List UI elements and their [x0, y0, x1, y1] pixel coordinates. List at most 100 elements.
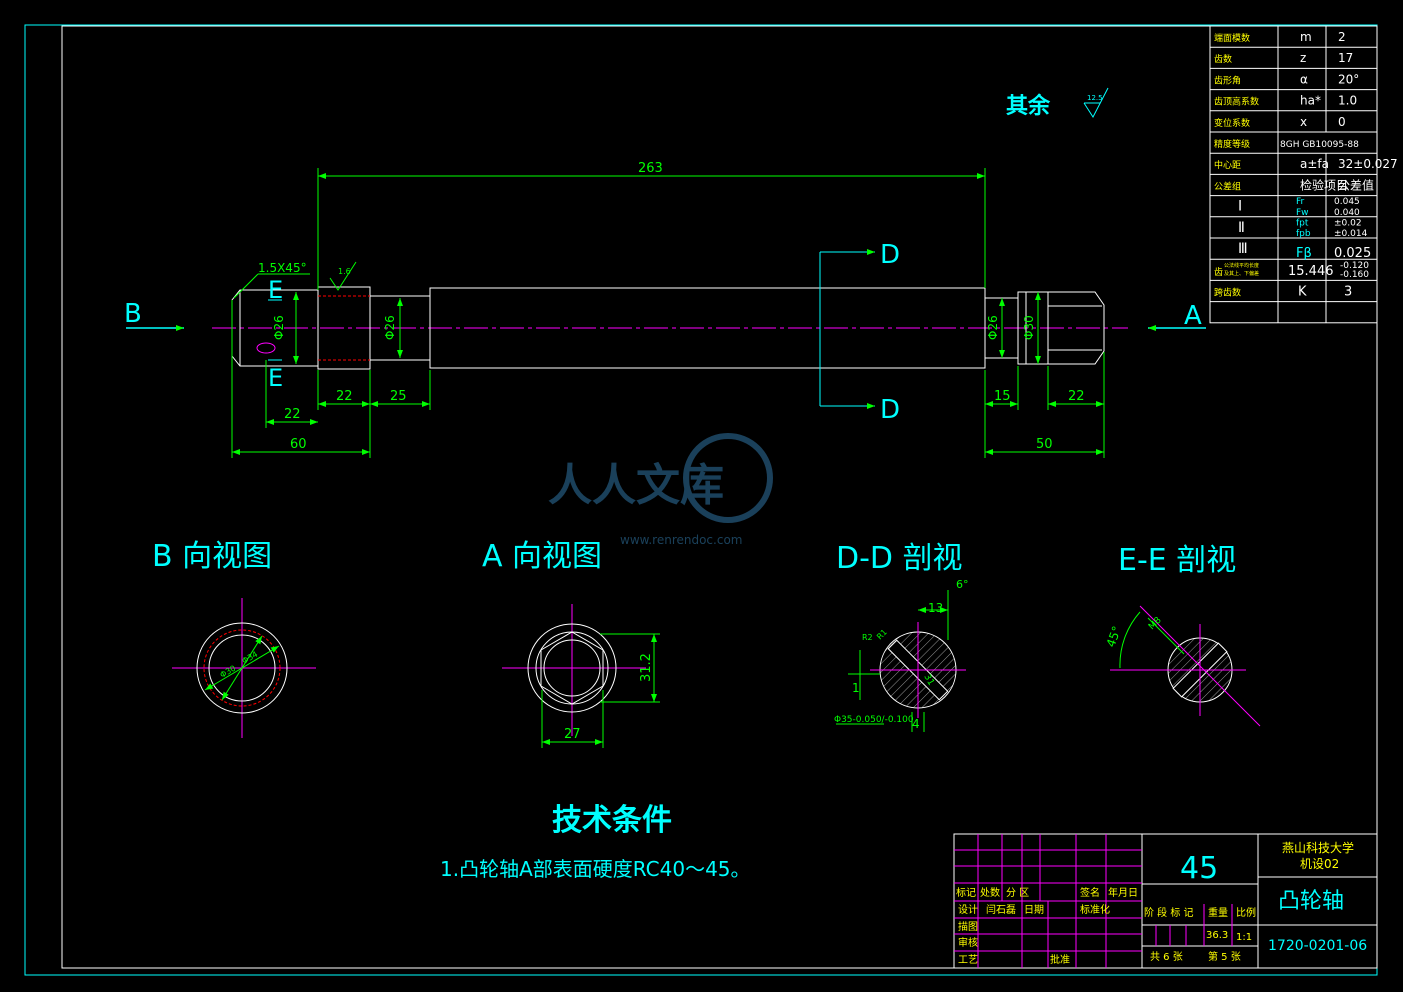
svg-text:22: 22: [1068, 389, 1085, 404]
tol-item: fpt: [1296, 218, 1309, 228]
gear-param-symbol: m: [1300, 30, 1312, 44]
ee-section: [1110, 605, 1261, 727]
tol-group: Ⅲ: [1238, 241, 1248, 257]
tooth-dev-upper: -0.120: [1340, 261, 1369, 271]
svg-text:批准: 批准: [1050, 953, 1070, 966]
a-view-width: 27: [564, 727, 581, 742]
roughness-symbol: 12.5: [1083, 87, 1109, 118]
dimension-lines: [231, 168, 1105, 458]
gear-param-label: 变位系数: [1214, 117, 1250, 129]
class: 机设02: [1300, 857, 1339, 871]
tooth-value: 15.446: [1288, 264, 1334, 279]
tol-value: 0.045: [1334, 197, 1360, 207]
b-view-title: B 向视图: [152, 539, 272, 574]
tol-item: Fr: [1296, 197, 1305, 207]
a-view-title: A 向视图: [482, 539, 602, 574]
title-block: [953, 833, 1378, 969]
svg-text:1:1: 1:1: [1236, 932, 1252, 943]
svg-text:重量: 重量: [1208, 906, 1228, 919]
material: 45: [1180, 851, 1218, 886]
svg-text:50: 50: [1036, 437, 1053, 452]
section-letter-e2: E: [268, 364, 283, 392]
svg-text:60: 60: [290, 437, 307, 452]
tech-title: 技术条件: [552, 803, 672, 838]
tooth-label: 齿: [1214, 267, 1223, 278]
view-titles: B 向视图 A 向视图 D-D 剖视 E-E 剖视: [152, 539, 1236, 578]
gear-param-value: 公差值: [1338, 177, 1374, 192]
span-value: 3: [1344, 284, 1352, 299]
gear-param-value: 1.0: [1338, 94, 1357, 108]
gear-param-symbol: α: [1300, 72, 1308, 86]
gear-param-symbol: a±fa: [1300, 157, 1329, 171]
svg-text:阶 段 标 记: 阶 段 标 记: [1144, 906, 1194, 919]
svg-text:分 区: 分 区: [1006, 887, 1029, 899]
svg-text:第 5 张: 第 5 张: [1208, 950, 1241, 963]
tooth-sub: 及其上、下偏差: [1224, 270, 1259, 277]
svg-text:日期: 日期: [1024, 904, 1044, 916]
b-view: [172, 598, 316, 738]
span-label: 跨齿数: [1214, 286, 1241, 298]
gear-param-value: 32±0.027: [1338, 157, 1398, 171]
svg-text:人人文库: 人人文库: [548, 460, 724, 511]
gear-param-label: 中心距: [1214, 159, 1241, 171]
svg-text:15: 15: [994, 389, 1011, 404]
svg-text:闫石磊: 闫石磊: [986, 903, 1016, 916]
svg-text:25: 25: [390, 389, 407, 404]
svg-text:263: 263: [638, 161, 663, 176]
svg-text:工艺: 工艺: [958, 954, 978, 966]
span-symbol: K: [1298, 284, 1307, 299]
svg-text:设计: 设计: [958, 903, 978, 916]
view-letter-b: B: [124, 299, 142, 329]
svg-text:比例: 比例: [1236, 906, 1256, 919]
b-view-d1: Φ30: [219, 664, 238, 680]
a-view: [502, 604, 660, 748]
dd-1: 1: [852, 681, 860, 695]
dd-h: 31: [921, 673, 935, 688]
thread-marks: [318, 295, 370, 361]
svg-text:描图: 描图: [958, 920, 978, 933]
svg-text:12.5: 12.5: [1087, 94, 1103, 102]
dimension-texts: 263 1.5X45° 1.6 Φ26 Φ26 Φ26 Φ30 22 22 25…: [258, 161, 1085, 452]
tol-group: Ⅱ: [1238, 220, 1245, 236]
a-view-height: 31.2: [639, 653, 654, 682]
gear-param-value: 2: [1338, 30, 1346, 44]
section-letter-d2: D: [880, 395, 900, 425]
gear-param-symbol: x: [1300, 115, 1307, 129]
view-letter-a: A: [1184, 301, 1202, 331]
dd-view-title: D-D 剖视: [836, 541, 963, 576]
gear-param-symbol: 检验项目: [1300, 177, 1348, 192]
svg-text:审核: 审核: [958, 936, 978, 949]
tol-group: Ⅰ: [1238, 199, 1242, 215]
dd-section: [836, 590, 966, 732]
svg-text:标准化: 标准化: [1080, 903, 1110, 916]
section-letter-d1: D: [880, 240, 900, 270]
ee-thread: M8: [1147, 615, 1164, 632]
tol-value: ±0.02: [1334, 218, 1362, 228]
gear-param-label: 齿顶高系数: [1214, 96, 1259, 108]
ee-angle: 45°: [1104, 624, 1124, 649]
svg-text:Φ26: Φ26: [272, 315, 286, 340]
tol-item: Fβ: [1296, 246, 1312, 261]
svg-text:22: 22: [336, 389, 353, 404]
dd-dia: Φ35-0.050/-0.100: [834, 715, 914, 725]
gear-param-label: 齿数: [1214, 53, 1232, 65]
svg-text:处数: 处数: [980, 886, 1000, 899]
gear-param-value: 17: [1338, 51, 1353, 65]
svg-text:1.5X45°: 1.5X45°: [258, 261, 307, 275]
tooth-sub: 公法线平均长度: [1224, 262, 1259, 269]
roughness-note: 其余: [1006, 93, 1051, 119]
gear-param-label: 齿形角: [1214, 74, 1241, 86]
dd-13: 13: [928, 601, 943, 615]
gear-param-value: 20°: [1338, 72, 1359, 86]
tech-item: 1.凸轮轴A部表面硬度RC40～45。: [440, 857, 751, 881]
svg-text:1.6: 1.6: [338, 267, 351, 276]
gear-param-symbol: z: [1300, 51, 1306, 65]
svg-text:36.3: 36.3: [1206, 930, 1228, 941]
gear-param-value: 8GH GB10095-88: [1280, 140, 1359, 150]
tol-value: 0.025: [1334, 246, 1371, 261]
part-name: 凸轮轴: [1278, 889, 1344, 914]
gear-param-symbol: ha*: [1300, 94, 1321, 108]
dd-6deg: 6°: [956, 578, 969, 591]
gear-param-label: 精度等级: [1214, 138, 1250, 150]
